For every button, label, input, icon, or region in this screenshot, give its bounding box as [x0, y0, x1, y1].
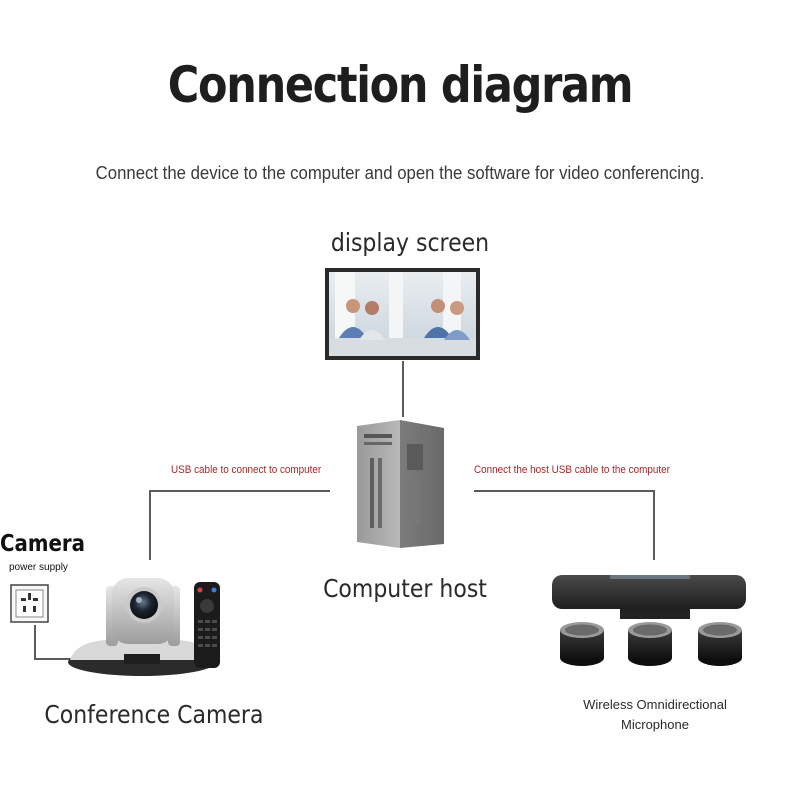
wire-power-vertical [34, 625, 36, 660]
wireless-microphone-label-line2: Microphone [621, 717, 689, 732]
cable-label-camera: USB cable to connect to computer [171, 464, 322, 476]
wireless-microphone-label: Wireless Omnidirectional Microphone [560, 695, 750, 735]
power-supply-title: Camera [0, 531, 85, 557]
wire-camera-host-horizontal [149, 490, 330, 492]
power-supply-subtitle: power supply [9, 562, 68, 573]
wire-camera-host-vertical [149, 490, 151, 560]
display-screen-label: display screen [330, 228, 490, 257]
conference-camera-label: Conference Camera [44, 700, 264, 729]
power-outlet-icon [10, 584, 49, 623]
wireless-microphone-label-line1: Wireless Omnidirectional [583, 697, 727, 712]
cable-label-mic: Connect the host USB cable to the comput… [474, 464, 670, 476]
display-screen-image [325, 268, 480, 360]
computer-host-label: Computer host [323, 574, 487, 603]
wire-power-horizontal [34, 658, 72, 660]
conference-camera-image [68, 578, 220, 676]
wire-display-host [402, 361, 404, 417]
wire-mic-host-horizontal [474, 490, 655, 492]
wire-mic-host-vertical [653, 490, 655, 560]
page-title: Connection diagram [167, 56, 634, 114]
computer-host-image [357, 420, 444, 548]
page-subtitle: Connect the device to the computer and o… [95, 163, 705, 183]
wireless-microphone-image [552, 575, 746, 666]
